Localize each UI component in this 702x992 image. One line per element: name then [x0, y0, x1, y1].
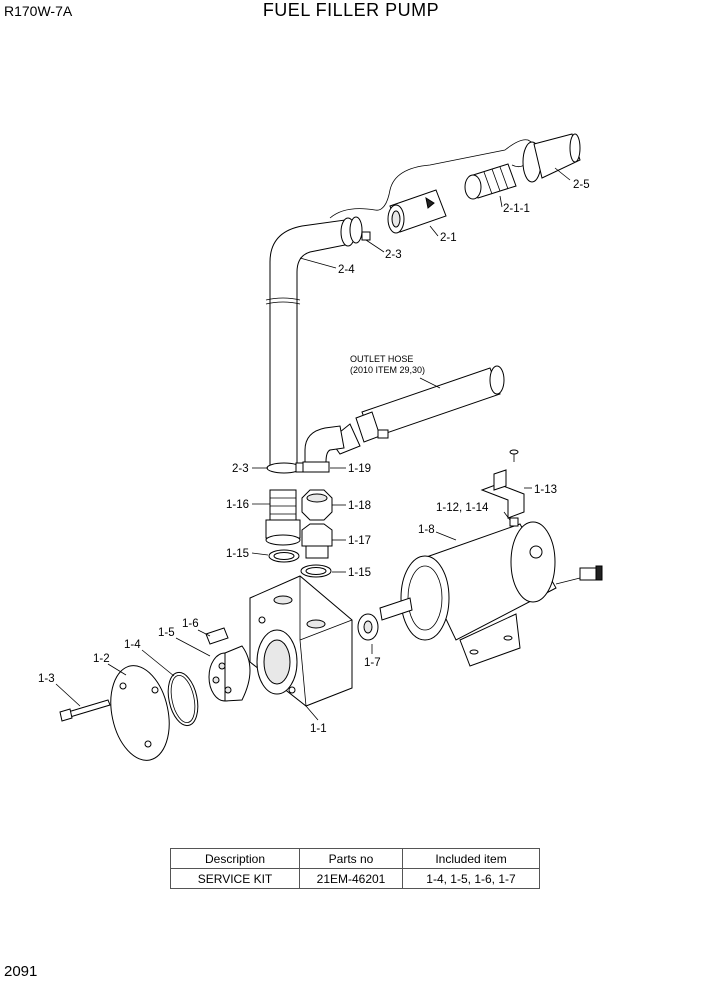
label-2-5: 2-5 [573, 179, 590, 191]
outlet-hose-note-line2: (2010 ITEM 29,30) [350, 365, 425, 375]
label-2-3-top: 2-3 [385, 249, 402, 261]
label-1-19: 1-19 [348, 463, 371, 475]
label-2-4: 2-4 [338, 264, 355, 276]
label-2-3-bottom: 2-3 [232, 463, 249, 475]
label-1-5: 1-5 [158, 627, 175, 639]
coupling [357, 613, 379, 641]
outlet-hose-note-line1: OUTLET HOSE [350, 354, 413, 364]
label-2-1-1: 2-1-1 [503, 203, 530, 215]
cell-included-item: 1-4, 1-5, 1-6, 1-7 [402, 868, 540, 889]
leader-lines [55, 167, 571, 721]
check-valve [387, 189, 447, 234]
cell-parts-no: 21EM-46201 [299, 868, 403, 889]
strainer [464, 163, 517, 200]
hose-clamp-bottom [266, 462, 306, 474]
adapter-fitting-1-16 [265, 489, 301, 546]
elbow-fitting [302, 425, 345, 473]
label-1-6: 1-6 [182, 618, 199, 630]
outlet-hose [329, 365, 505, 455]
table-row: SERVICE KIT 21EM-46201 1-4, 1-5, 1-6, 1-… [170, 868, 540, 889]
service-kit-table: Description Parts no Included item SERVI… [170, 848, 540, 889]
page-number: 2091 [4, 963, 38, 980]
model-code: R170W-7A [4, 3, 73, 19]
label-1-15-left: 1-15 [226, 548, 249, 560]
column-header-parts-no: Parts no [299, 848, 403, 869]
label-1-16: 1-16 [226, 499, 249, 511]
label-1-4: 1-4 [124, 639, 141, 651]
vane [205, 627, 229, 645]
cell-description: SERVICE KIT [170, 868, 300, 889]
label-1-13: 1-13 [534, 484, 557, 496]
table-header-row: Description Parts no Included item [170, 848, 540, 869]
label-1-17: 1-17 [348, 535, 371, 547]
pump-cover [110, 665, 170, 761]
page-title: FUEL FILLER PUMP [262, 0, 440, 20]
rotor [208, 645, 251, 702]
column-header-included-item: Included item [402, 848, 540, 869]
motor [379, 517, 603, 667]
label-1-3: 1-3 [38, 673, 55, 685]
label-1-1: 1-1 [310, 723, 327, 735]
label-1-2: 1-2 [93, 653, 110, 665]
label-1-8: 1-8 [418, 524, 435, 536]
adapter-fitting-1-17 [301, 523, 333, 559]
column-header-description: Description [170, 848, 300, 869]
label-1-18: 1-18 [348, 500, 371, 512]
label-1-12-1-14: 1-12, 1-14 [436, 502, 489, 514]
label-1-7: 1-7 [364, 657, 381, 669]
label-1-15-right: 1-15 [348, 567, 371, 579]
pump-body [249, 575, 353, 707]
nut-1-18 [301, 489, 333, 521]
mounting-bracket [480, 449, 525, 519]
hose-clamp-top [340, 216, 371, 247]
cover-bolt [59, 699, 111, 722]
label-2-1: 2-1 [440, 232, 457, 244]
suction-tube [522, 133, 581, 183]
